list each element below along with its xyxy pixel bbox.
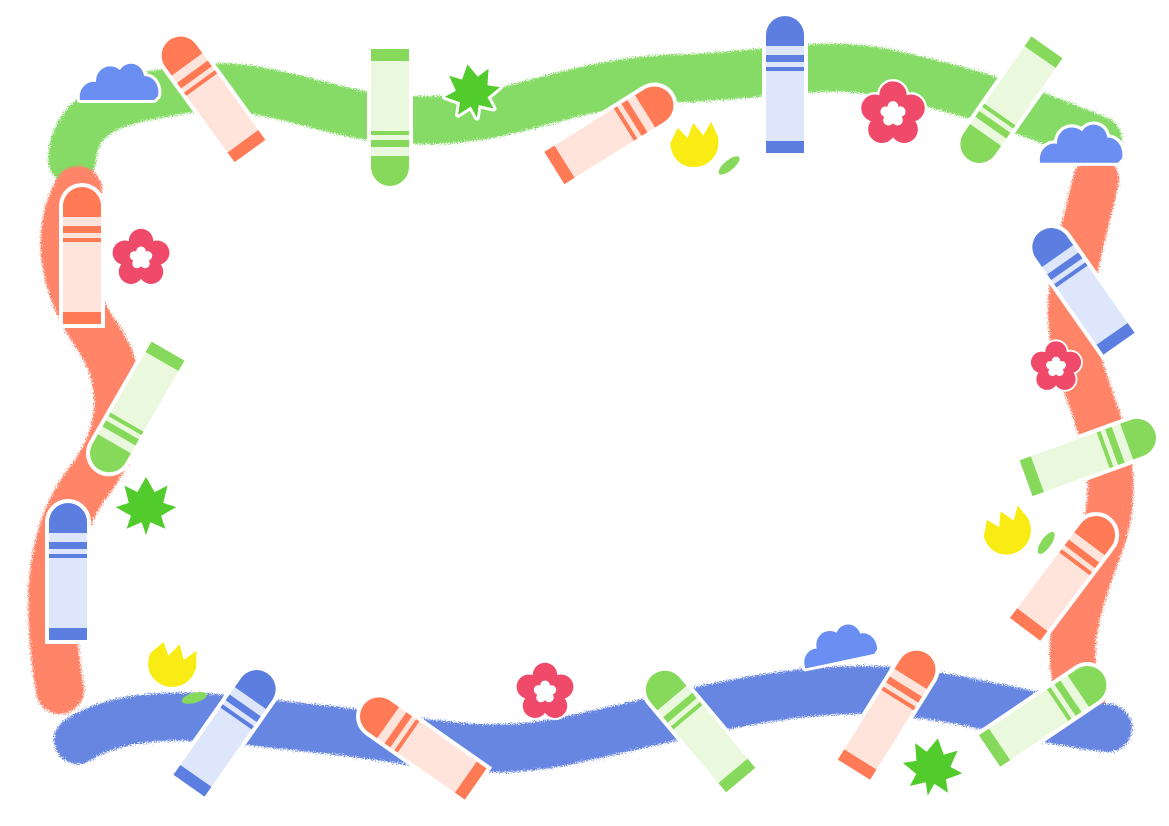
crayon-icon — [86, 336, 190, 477]
tulip-icon — [667, 119, 740, 175]
crayons — [45, 12, 1160, 806]
crayon-icon — [356, 693, 493, 806]
crayon-icon — [538, 82, 678, 190]
crayon-icon — [762, 12, 808, 157]
crayon-icon — [832, 646, 940, 786]
crayon-icon — [1014, 414, 1160, 502]
cloud-icon — [801, 621, 880, 672]
cloud-icon — [76, 60, 162, 103]
crayon-icon — [1004, 512, 1120, 647]
crayon-icon — [973, 662, 1111, 773]
flower-icon — [110, 226, 172, 287]
leaf-icon — [112, 473, 180, 539]
flower-icon — [514, 660, 576, 721]
crayon-icon — [367, 45, 413, 190]
crayon-icon — [641, 666, 761, 798]
tulip-icon — [981, 502, 1055, 557]
tulips — [145, 119, 1055, 704]
green-chalk-stroke — [48, 43, 1122, 184]
crayon-icon — [59, 183, 105, 328]
crayon-icon — [167, 666, 280, 803]
crayon-icon — [1028, 224, 1141, 361]
leaves — [112, 61, 966, 799]
crayon-icon — [157, 32, 271, 168]
clouds — [76, 60, 1126, 672]
leaf-icon — [441, 61, 503, 121]
flower-icon — [858, 79, 928, 146]
flowers — [110, 79, 1083, 721]
flower-icon — [1029, 339, 1083, 392]
crayon-icon — [45, 499, 91, 644]
tulip-icon — [145, 639, 207, 704]
cloud-icon — [1036, 121, 1126, 166]
leaf-icon — [899, 735, 966, 799]
crayon-icon — [956, 30, 1069, 167]
